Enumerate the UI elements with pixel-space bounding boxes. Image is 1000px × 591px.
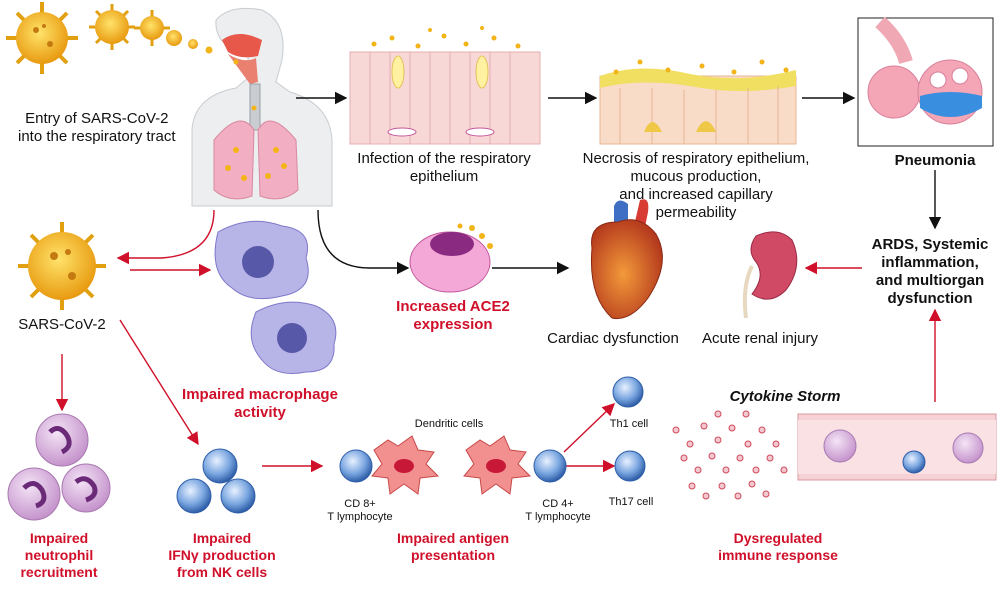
label-neutrophil-line2: neutrophil (24, 547, 94, 563)
label-cd4-line2: T lymphocyte (525, 511, 591, 523)
virus-tiny (166, 30, 213, 54)
label-sars-cov-2: SARS-CoV-2 (18, 316, 106, 333)
label-ards-line3: and multiorgan (875, 272, 985, 289)
macrophage-cells (214, 220, 337, 374)
virus-cluster (6, 2, 213, 74)
label-dendritic-cells: Dendritic cells (414, 418, 484, 430)
cytokine-particles (672, 410, 788, 500)
label-cd4: CD 4+ T lymphocyte (518, 498, 598, 524)
label-dysregulated: Dysregulated immune response (698, 530, 858, 564)
label-ards: ARDS, Systemic inflammation, and multior… (862, 236, 998, 308)
label-cd8: CD 8+ T lymphocyte (320, 498, 400, 524)
respiratory-epithelium-necrosis (599, 59, 797, 145)
human-body-respiratory-tract (191, 7, 333, 207)
th1-cell (612, 376, 644, 408)
label-cytokine-storm: Cytokine Storm (729, 388, 841, 405)
label-infection: Infection of the respiratory epithelium (354, 150, 534, 186)
dendritic-cell-2 (463, 435, 532, 495)
label-ifn-line3: from NK cells (176, 564, 268, 580)
kidney-illustration (742, 231, 798, 319)
label-ards-line1: ARDS, Systemic (871, 236, 989, 253)
label-antigen: Impaired antigen presentation (386, 530, 520, 564)
arrow-cd4-to-th1 (563, 403, 616, 453)
dendritic-cell-1 (371, 435, 440, 495)
virus-medium (89, 4, 135, 50)
label-neutrophil: Impaired neutrophil recruitment (4, 530, 114, 581)
label-entry: Entry of SARS-CoV-2 into the respiratory… (18, 110, 176, 146)
label-necrosis-line3: and increased capillary (619, 186, 773, 203)
label-cd4-line1: CD 4+ (542, 498, 574, 510)
blood-vessel (797, 413, 997, 481)
virus-large (6, 2, 78, 74)
label-infection-line2: epithelium (409, 168, 479, 185)
label-necrosis-line1: Necrosis of respiratory epithelium, (582, 150, 810, 167)
label-antigen-line2: presentation (410, 547, 495, 563)
label-cd8-line1: CD 8+ (344, 498, 376, 510)
arrow-body-to-sars (116, 209, 215, 265)
label-ards-line2: inflammation, (881, 254, 979, 271)
label-renal: Acute renal injury (702, 330, 818, 347)
label-th1: Th1 cell (609, 418, 649, 430)
label-ards-line4: dysfunction (887, 290, 973, 307)
sars-cov-2-virus (18, 222, 106, 310)
top-flow-arrows (296, 91, 942, 275)
label-ace2: Increased ACE2 expression (386, 298, 520, 334)
label-entry-line2: into the respiratory tract (18, 128, 176, 145)
label-antigen-line1: Impaired antigen (396, 530, 510, 546)
label-dysregulated-line1: Dysregulated (733, 530, 823, 546)
ace2-expressing-cell (409, 223, 493, 293)
label-entry-line1: Entry of SARS-CoV-2 (25, 110, 169, 127)
label-cd8-line2: T lymphocyte (327, 511, 393, 523)
label-th17: Th17 cell (608, 496, 654, 508)
label-ifn-line1: Impaired (192, 530, 252, 546)
label-dysregulated-line2: immune response (718, 547, 838, 563)
label-necrosis-line4: permeability (655, 204, 737, 221)
cd8-t-lymphocyte (339, 449, 373, 483)
label-necrosis: Necrosis of respiratory epithelium, muco… (576, 150, 816, 222)
label-ace2-line1: Increased ACE2 (396, 298, 510, 315)
cd4-t-lymphocyte (533, 449, 567, 483)
label-infection-line1: Infection of the respiratory (357, 150, 531, 167)
label-neutrophil-line3: recruitment (20, 564, 98, 580)
neutrophil-cells (7, 413, 111, 521)
label-macrophage-line1: Impaired macrophage (182, 386, 338, 403)
nk-cells (176, 448, 256, 514)
respiratory-epithelium-healthy (349, 26, 541, 145)
label-macrophage-line2: activity (234, 404, 286, 421)
label-ifn: Impaired IFNγ production from NK cells (160, 530, 284, 581)
th17-cell (614, 450, 646, 482)
red-flow-arrows (55, 209, 942, 473)
arrow-sars-to-nk (119, 319, 199, 446)
virus-small (134, 10, 170, 46)
label-ifn-line2: IFNγ production (168, 547, 276, 563)
label-pneumonia: Pneumonia (894, 152, 976, 169)
arrow-body-to-ace2 (317, 209, 410, 275)
label-neutrophil-line1: Impaired (29, 530, 89, 546)
label-cardiac: Cardiac dysfunction (547, 330, 679, 347)
label-ace2-line2: expression (413, 316, 493, 333)
label-macrophage: Impaired macrophage activity (172, 386, 348, 422)
label-necrosis-line2: mucous production, (630, 168, 762, 185)
heart-illustration (590, 199, 663, 320)
pneumonia-alveoli-illustration (857, 16, 994, 147)
